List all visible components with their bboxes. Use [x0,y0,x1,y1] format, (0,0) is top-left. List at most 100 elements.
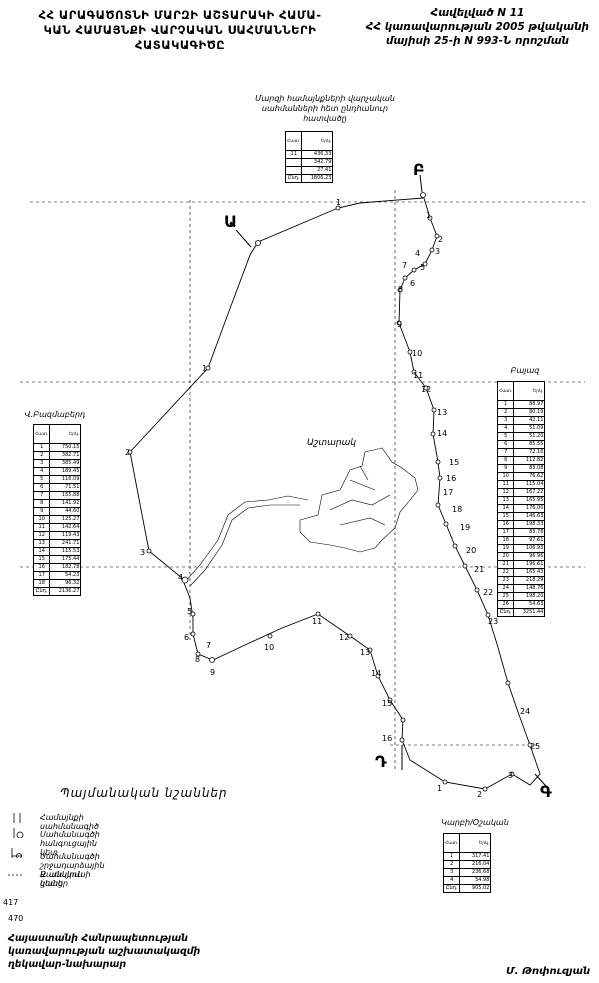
segment-number: 2 [496,408,515,417]
svg-text:10: 10 [412,349,422,358]
svg-text:7: 7 [402,261,407,270]
segment-number: 8 [32,499,51,508]
svg-text:8: 8 [398,285,403,294]
svg-text:3: 3 [435,247,440,256]
east-table-caption: Բայազ [510,366,540,375]
map-title: ՀՀ ԱՐԱԳԱԾՈՏՆԻ ՄԱՐԶԻ ԱՇՏԱՐԱԿԻ ՀԱՄԱ- ԿԱՆ Հ… [30,8,330,53]
segment-length: 115.53 [49,547,82,556]
segment-number: 6 [496,440,515,449]
segment-number: 24 [496,584,515,593]
segment-number: 5 [496,432,515,441]
svg-text:1: 1 [426,211,431,220]
svg-text:7: 7 [206,641,211,650]
segment-length: 141.92 [49,499,82,508]
segment-length: 80.19 [513,408,546,417]
segment-length: 51.09 [513,424,546,433]
segment-length: 54.23 [49,571,82,580]
legend-item-boundary: Համայնքի սահմանագիծ [13,813,99,831]
segment-length: 155.88 [49,491,82,500]
segment-length: 88.97 [513,400,546,409]
segment-length: 165.95 [513,496,546,505]
segment-number: 2 [442,860,461,869]
map-title-line-1: ՀՀ ԱՐԱԳԱԾՈՏՆԻ ՄԱՐԶԻ ԱՇՏԱՐԱԿԻ ՀԱՄԱ- [38,8,322,22]
community-boundary [129,194,541,790]
table-row: Ընդ.2136.27 [32,587,82,596]
legend-title: Պայմանական նշաններ [60,786,228,800]
city-label: Աշտարակ [307,438,357,448]
annex-line-2: ՀՀ կառավարության 2005 թվականի [365,21,590,33]
svg-text:21: 21 [474,565,484,574]
segment-length: 51.20 [513,432,546,441]
svg-text:15: 15 [449,458,459,467]
corner-label-g: Գ [540,782,552,801]
segment-number: 8 [496,456,515,465]
svg-text:13: 13 [360,648,370,657]
segment-number: 14 [496,504,515,513]
legend-label-grid: Քառակուսի ցանց [40,870,91,888]
segment-number: 16 [32,563,51,572]
segment-number: 20 [496,552,515,561]
svg-text:12: 12 [339,633,349,642]
map-title-line-3: ՀԱՏԱԿԱԳԻԾԸ [134,38,226,52]
segment-number: 14 [32,547,51,556]
segment-number: 10 [32,515,51,524]
segment-number: 16 [496,520,515,529]
segment-length: 3251.44 [513,608,546,617]
signatory-line-2: կառավարության աշխատակազմի [8,946,201,957]
segment-length: 106.93 [513,544,546,553]
segment-length: 218.29 [513,576,546,585]
segment-length: 236.68 [459,868,492,877]
legend-item-turning-point: Սահմանագծի շրջադարձային և անկյուն կետեր [11,848,105,888]
segment-length: 71.51 [49,483,82,492]
table-row: Ընդ.905.02 [442,884,492,893]
node-symbol-icon [13,828,24,838]
boundary-line-symbol-icon [13,813,21,823]
segment-number: 7 [496,448,515,457]
segment-length: 54.63 [513,600,546,609]
svg-text:13: 13 [437,408,447,417]
segment-length: 317.41 [459,852,492,861]
svg-text:24: 24 [520,707,530,716]
segment-number: Ընդ. [32,587,51,596]
svg-text:25: 25 [530,742,540,751]
svg-text:1: 1 [202,364,207,373]
legend-label-turning-point: Սահմանագծի շրջադարձային և անկյուն կետեր [40,852,105,888]
segment-number: 21 [496,560,515,569]
svg-text:11: 11 [413,371,423,380]
segment-length: 83.78 [513,528,546,537]
north-caption-line-1: Մարզի համայնքների վարչական [255,94,395,103]
segment-number: 1 [32,443,51,452]
svg-text:22: 22 [483,588,493,597]
segment-length: 96.32 [49,579,82,588]
segment-length: 189.45 [49,467,82,476]
legend-item-grid: Քառակուսի ցանց [8,870,91,888]
segment-length: 216.04 [459,860,492,869]
segment-number: 12 [32,531,51,540]
segment-length: 165.43 [513,568,546,577]
segment-number: 17 [32,571,51,580]
segment-length: 142.64 [49,523,82,532]
